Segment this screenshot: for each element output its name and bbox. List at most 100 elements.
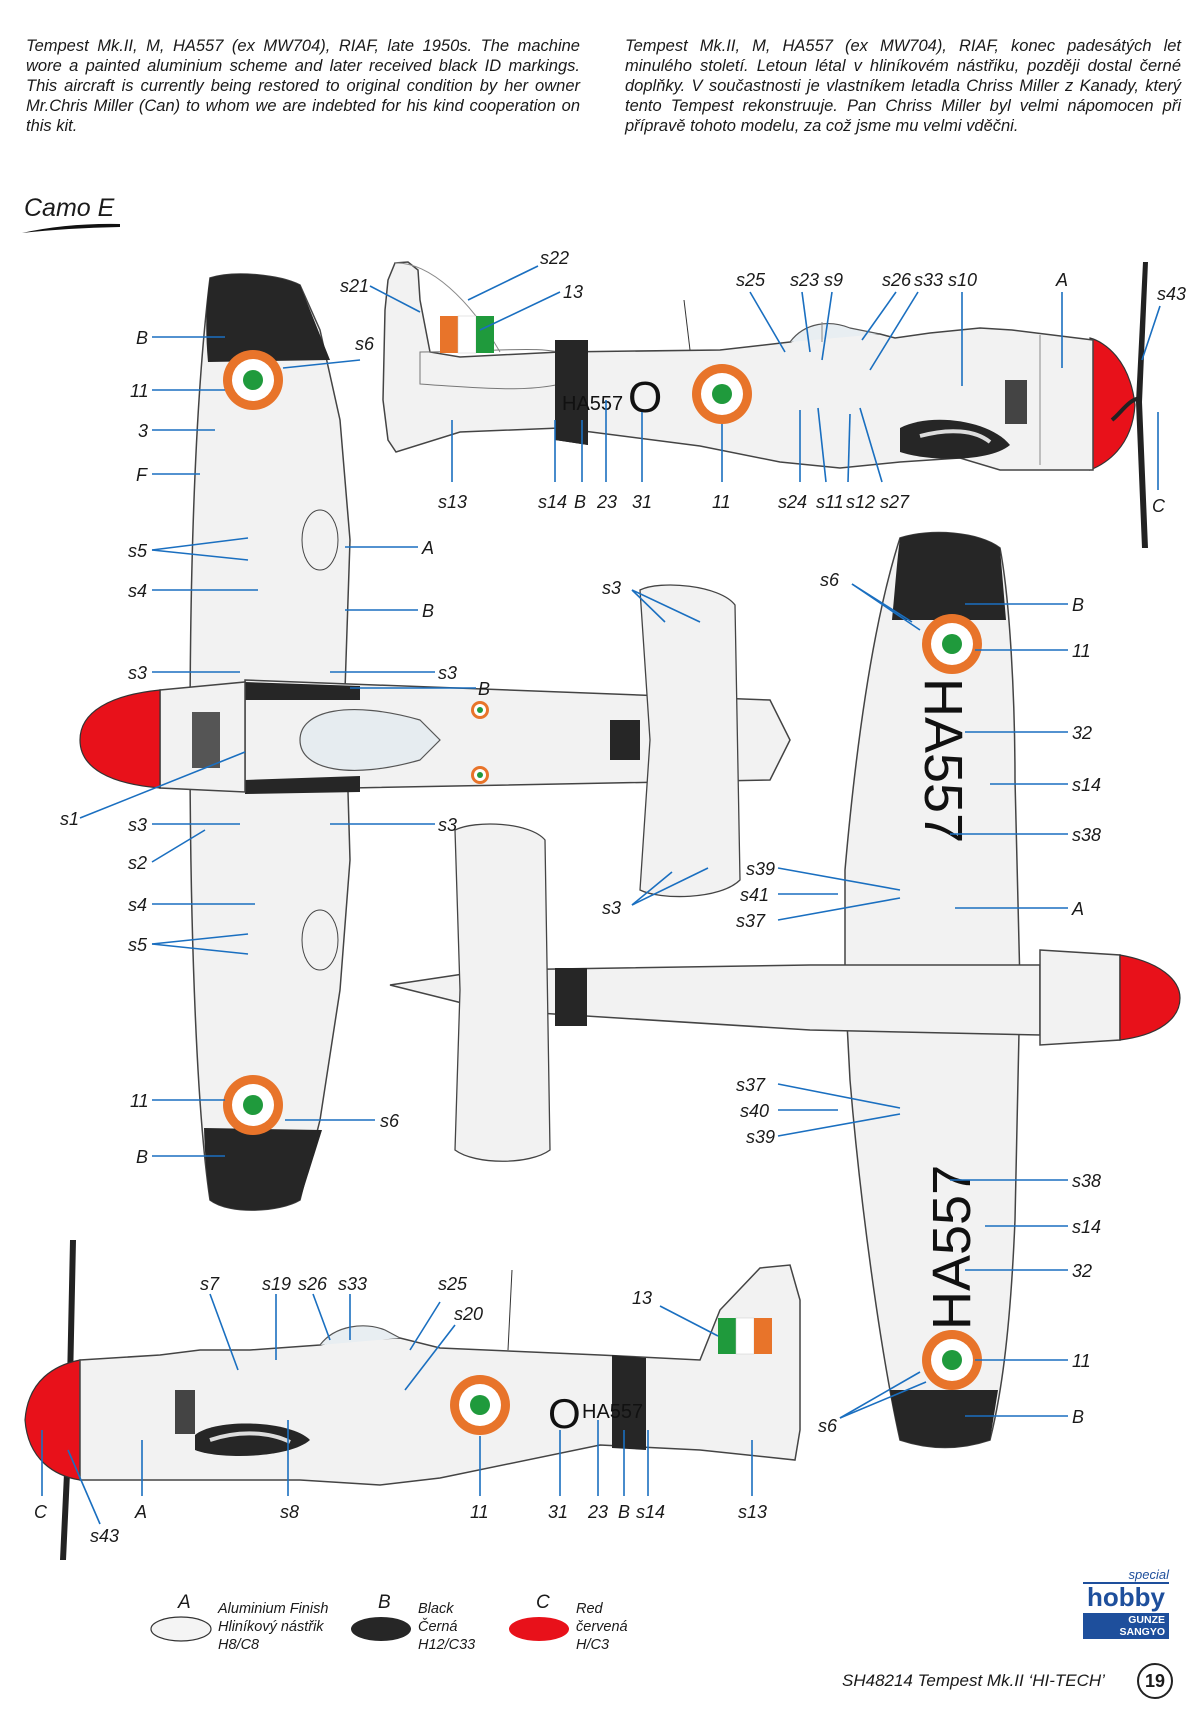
wing-bottom-view-side: [195, 1423, 310, 1456]
label-s33-top: s33: [914, 270, 943, 290]
side-profile-right: O HA557: [24, 1240, 801, 1560]
intro-text-english: Tempest Mk.II, M, HA557 (ex MW704), RIAF…: [26, 37, 580, 135]
label-23-top: 23: [596, 492, 617, 512]
label-s4-2: s4: [128, 895, 147, 915]
label-s38-2: s38: [1072, 1171, 1101, 1191]
label-s13-bottom: s13: [738, 1502, 767, 1522]
label-11-top: 11: [712, 492, 731, 512]
label-s6-under-2: s6: [818, 1416, 838, 1436]
label-11-plan-2: 11: [130, 1091, 149, 1111]
label-13-top: 13: [563, 282, 583, 302]
swatch-aluminium: [150, 1616, 212, 1642]
label-s7: s7: [200, 1274, 220, 1294]
side-profile-left: HA557 O: [382, 261, 1148, 548]
fuselage-band-bottom: [612, 1355, 646, 1450]
label-s5-1: s5: [128, 541, 148, 561]
page-number: 19: [1137, 1663, 1173, 1699]
swatch-red: [509, 1617, 569, 1641]
callout-labels: s22 s21 13 s6 s25 s23 s9 s26 s33 s10 A s…: [34, 248, 1186, 1546]
label-s3-tail-1: s3: [602, 578, 621, 598]
label-s8: s8: [280, 1502, 299, 1522]
label-B-under-2: B: [1072, 1407, 1084, 1427]
label-s2: s2: [128, 853, 147, 873]
label-11-bottom: 11: [470, 1502, 489, 1522]
label-11-under-1: 11: [1072, 641, 1091, 661]
propeller-top: [1136, 262, 1148, 548]
label-s3-2: s3: [128, 815, 147, 835]
label-F: F: [136, 465, 148, 485]
label-B-under-1: B: [1072, 595, 1084, 615]
code-letter-bottom: O: [548, 1390, 581, 1437]
label-s43-bottom: s43: [90, 1526, 119, 1546]
label-s3-4: s3: [438, 815, 457, 835]
label-s14-under-1: s14: [1072, 775, 1101, 795]
label-s14-under-2: s14: [1072, 1217, 1101, 1237]
underside-serial-lower: HA557: [922, 1165, 982, 1330]
serial-bottom: HA557: [582, 1401, 643, 1423]
label-B-plan-1: B: [136, 328, 148, 348]
label-32-1: 32: [1072, 723, 1092, 743]
label-31-top: 31: [632, 492, 652, 512]
underside-view: HA557 HA557: [389, 531, 1181, 1449]
plan-view-top: [79, 273, 791, 1211]
label-B-bottom: B: [618, 1502, 630, 1522]
wingtip-under-upper-black: [892, 532, 1006, 620]
label-C-top: C: [1152, 496, 1166, 516]
under-roundel-lower: [922, 1330, 982, 1390]
label-s37-2: s37: [736, 1075, 766, 1095]
label-s43-top: s43: [1157, 284, 1186, 304]
fuselage-bottom: [79, 1264, 801, 1486]
label-s37-1: s37: [736, 911, 766, 931]
label-s9: s9: [824, 270, 843, 290]
label-s40: s40: [740, 1101, 769, 1121]
leader-lines: [41, 265, 1161, 1525]
label-A-plan: A: [421, 538, 434, 558]
fuselage-roundel-bottom: [450, 1375, 510, 1435]
legend-letter-c: C: [536, 1592, 550, 1613]
label-s10: s10: [948, 270, 977, 290]
spinner-plan: [79, 689, 161, 789]
label-s25-bottom: s25: [438, 1274, 468, 1294]
label-A-bottom: A: [134, 1502, 147, 1522]
label-11-under-2: 11: [1072, 1351, 1091, 1371]
label-s4-1: s4: [128, 581, 147, 601]
label-s33-bottom: s33: [338, 1274, 367, 1294]
label-A-top: A: [1055, 270, 1068, 290]
under-roundel-upper: [922, 614, 982, 674]
label-s23: s23: [790, 270, 819, 290]
gunze-sangyo-logo: GUNZE SANGYO: [1083, 1613, 1169, 1639]
label-s6-plan-2: s6: [380, 1111, 400, 1131]
label-32-2: 32: [1072, 1261, 1092, 1281]
legend-letter-a: A: [178, 1592, 191, 1613]
special-hobby-logo: special hobby: [1083, 1568, 1169, 1610]
label-s5-2: s5: [128, 935, 148, 955]
label-s3-tail-2: s3: [602, 898, 621, 918]
wingtip-under-lower-black: [890, 1390, 998, 1448]
label-s39-2: s39: [746, 1127, 775, 1147]
wing-top-view-side: [900, 419, 1010, 459]
wingtip-lower-black: [204, 1128, 322, 1211]
fuselage-roundel-top: [692, 364, 752, 424]
spinner-underside: [1119, 954, 1181, 1041]
label-s41: s41: [740, 885, 769, 905]
label-s14-bottom: s14: [636, 1502, 665, 1522]
label-C-bottom: C: [34, 1502, 48, 1522]
label-3: 3: [138, 421, 148, 441]
label-B-plan-2: B: [136, 1147, 148, 1167]
label-13-bottom: 13: [632, 1288, 652, 1308]
label-s3-3: s3: [438, 663, 457, 683]
label-s6-plan: s6: [355, 334, 375, 354]
tailplane-plan: [639, 584, 741, 898]
label-s19: s19: [262, 1274, 291, 1294]
swatch-black: [351, 1617, 411, 1641]
label-11-plan-1: 11: [130, 381, 149, 401]
label-s26-top: s26: [882, 270, 912, 290]
canopy-plan: [299, 709, 441, 771]
spinner-bottom: [24, 1359, 81, 1481]
wing-roundel-upper: [223, 350, 283, 410]
label-B-plan-3: B: [422, 601, 434, 621]
label-s13-top: s13: [438, 492, 467, 512]
wingtip-upper-black: [206, 274, 330, 362]
label-s11: s11: [816, 492, 844, 512]
